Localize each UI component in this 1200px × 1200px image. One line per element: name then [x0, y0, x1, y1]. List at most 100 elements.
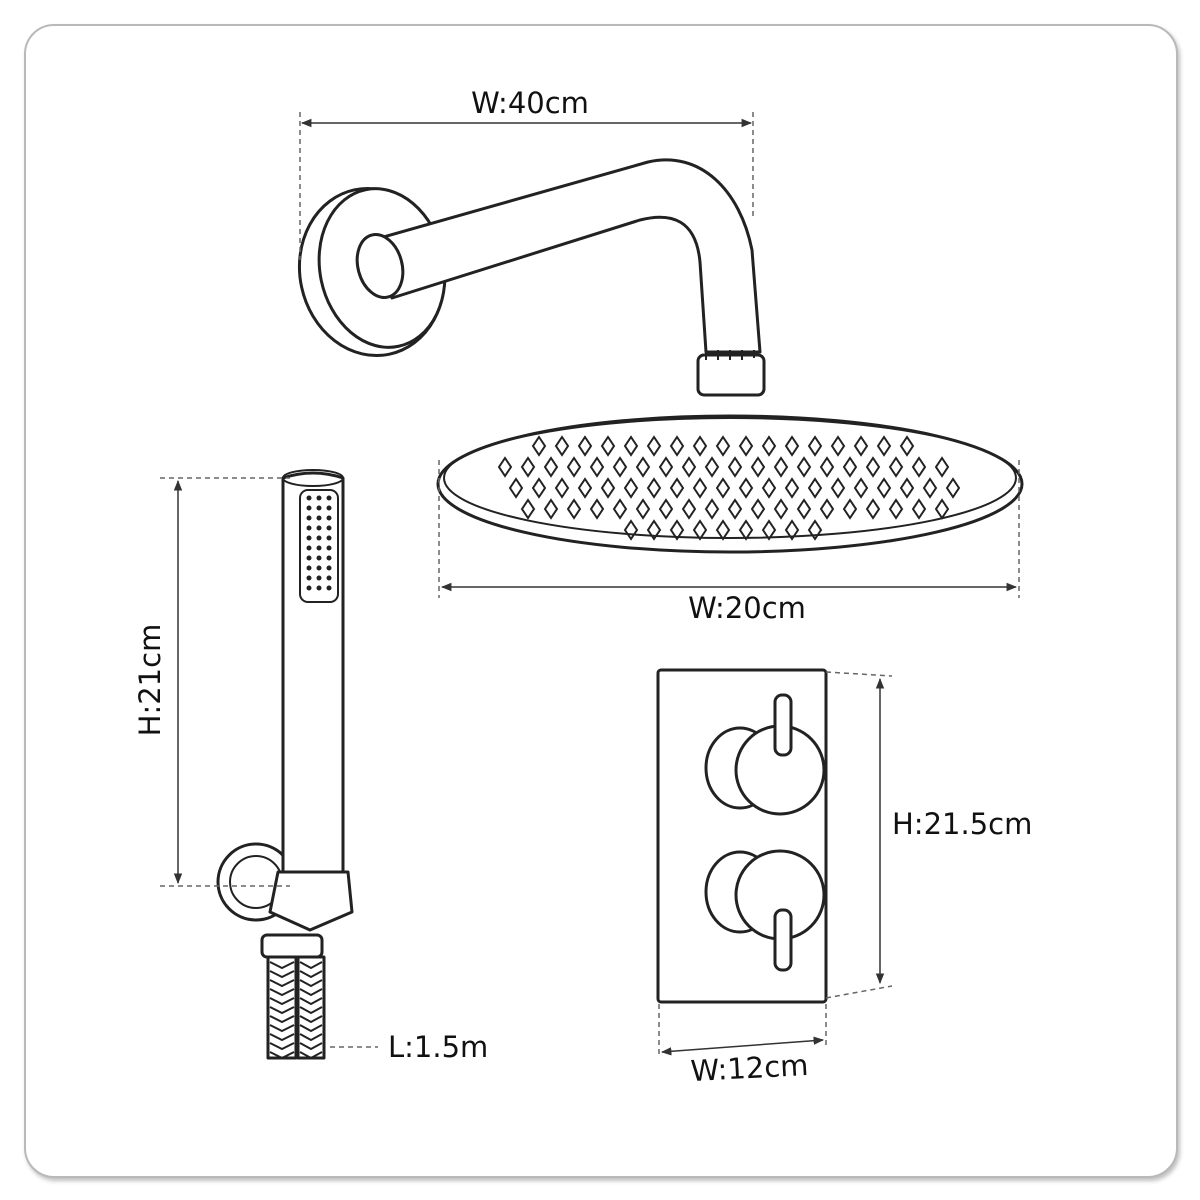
nozzle-dot [316, 575, 322, 581]
nozzle [497, 456, 513, 478]
nozzle [704, 456, 720, 478]
nozzle [635, 456, 651, 478]
braid-chevron [299, 1024, 323, 1033]
nozzle-dot [306, 525, 312, 531]
braid-chevron [269, 979, 295, 988]
nozzle [761, 435, 777, 457]
nozzle [876, 477, 892, 499]
braid-chevron [299, 970, 323, 979]
label-valve-width: W:12cm [690, 1048, 809, 1088]
nozzle-dot [316, 545, 322, 551]
nozzle [784, 477, 800, 499]
nozzle-dot [326, 555, 332, 561]
braid-chevron [269, 1042, 295, 1051]
nozzle [750, 456, 766, 478]
nozzle [669, 519, 685, 541]
nozzle [853, 435, 869, 457]
braid-chevron [299, 979, 323, 988]
nozzle-dot [326, 585, 332, 591]
nozzle [600, 477, 616, 499]
nozzle [669, 477, 685, 499]
nozzle [520, 498, 536, 520]
nozzle [658, 456, 674, 478]
nozzle [669, 435, 685, 457]
nozzle [934, 456, 950, 478]
nozzle [508, 477, 524, 499]
nozzle [738, 519, 754, 541]
nozzle [577, 435, 593, 457]
braid-chevron [269, 961, 295, 970]
nozzle [704, 498, 720, 520]
nozzle-dot [316, 565, 322, 571]
nozzle [589, 498, 605, 520]
nozzle-dot [326, 525, 332, 531]
braid-chevron [299, 1042, 323, 1051]
nozzle [830, 477, 846, 499]
nozzle [945, 477, 961, 499]
nozzle [876, 435, 892, 457]
nozzle [681, 498, 697, 520]
nozzle [899, 435, 915, 457]
nozzle-dot [316, 495, 322, 501]
braid-chevron [299, 1015, 323, 1024]
nozzle [784, 435, 800, 457]
nozzle-dot [326, 505, 332, 511]
nozzle [819, 498, 835, 520]
nozzle [784, 519, 800, 541]
shower-arm [297, 158, 766, 397]
hand-shower-nozzles [306, 495, 332, 591]
shower-nozzles [497, 435, 961, 541]
nozzle [761, 519, 777, 541]
nozzle [853, 477, 869, 499]
braid-chevron [299, 961, 323, 970]
braid-chevron [299, 997, 323, 1006]
nozzle [796, 498, 812, 520]
nozzle-dot [326, 565, 332, 571]
nozzle [819, 456, 835, 478]
nozzle [807, 477, 823, 499]
nozzle-dot [306, 545, 312, 551]
nozzle [531, 477, 547, 499]
nozzle [865, 456, 881, 478]
nozzle [738, 477, 754, 499]
label-arm-width: W:40cm [471, 86, 589, 120]
nozzle [796, 456, 812, 478]
nozzle [715, 477, 731, 499]
nozzle-dot [316, 555, 322, 561]
nozzle [646, 519, 662, 541]
nozzle-dot [316, 535, 322, 541]
nozzle [888, 498, 904, 520]
nozzle [807, 435, 823, 457]
nozzle [715, 435, 731, 457]
nozzle [934, 498, 950, 520]
nozzle [577, 477, 593, 499]
nozzle [531, 435, 547, 457]
nozzle [888, 456, 904, 478]
nozzle [911, 498, 927, 520]
nozzle [612, 456, 628, 478]
nozzle [600, 435, 616, 457]
nozzle [623, 477, 639, 499]
nozzle [520, 456, 536, 478]
label-valve-height: H:21.5cm [892, 807, 1032, 841]
nozzle [681, 456, 697, 478]
nozzle-dot [306, 565, 312, 571]
nozzle [773, 456, 789, 478]
nozzle [922, 477, 938, 499]
thermostatic-valve [656, 668, 828, 1004]
nozzle [842, 456, 858, 478]
braid-chevron [299, 1051, 323, 1060]
nozzle-dot [306, 535, 312, 541]
shower-head [436, 414, 1024, 554]
nozzle [543, 456, 559, 478]
label-handset-height: H:21cm [133, 624, 167, 737]
nozzle-dot [306, 505, 312, 511]
hose-braid [269, 961, 323, 1060]
nozzle [554, 477, 570, 499]
nozzle-dot [306, 555, 312, 561]
nozzle-dot [316, 505, 322, 511]
nozzle-dot [306, 585, 312, 591]
braid-chevron [269, 1024, 295, 1033]
nozzle-dot [316, 585, 322, 591]
nozzle [865, 498, 881, 520]
